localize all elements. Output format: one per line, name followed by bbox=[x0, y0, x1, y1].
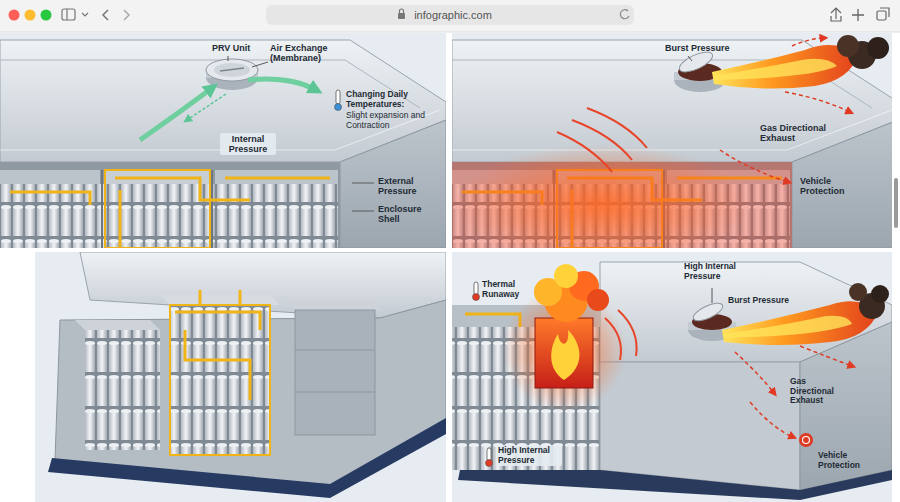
callout-label: Burst Pressure bbox=[665, 43, 745, 53]
callout-label: Vehicle Protection bbox=[818, 451, 886, 470]
callout-label: Air Exchange (Membrane) bbox=[270, 43, 340, 63]
callout-label: PRV Unit bbox=[212, 43, 264, 53]
callout-label: Thermal Runaway bbox=[482, 280, 528, 299]
url-text: infographic.com bbox=[403, 9, 503, 21]
callout-label: Internal Pressure bbox=[220, 133, 276, 155]
callout-label: Gas Directional Exhaust bbox=[790, 377, 848, 406]
callout-label: High Internal Pressure bbox=[496, 445, 562, 466]
callout-label: Gas Directional Exhaust bbox=[760, 123, 838, 143]
callout-label: External Pressure bbox=[378, 176, 442, 196]
callout-label: Vehicle Protection bbox=[800, 176, 870, 196]
callout-label: Changing Daily Temperatures: bbox=[346, 90, 442, 109]
callout-label: Enclosure Shell bbox=[378, 204, 442, 224]
callout-label: Slight expansion and Contraction bbox=[346, 111, 442, 130]
callout-label: High Internal Pressure bbox=[684, 262, 764, 281]
callout-label: Burst Pressure bbox=[728, 296, 798, 306]
